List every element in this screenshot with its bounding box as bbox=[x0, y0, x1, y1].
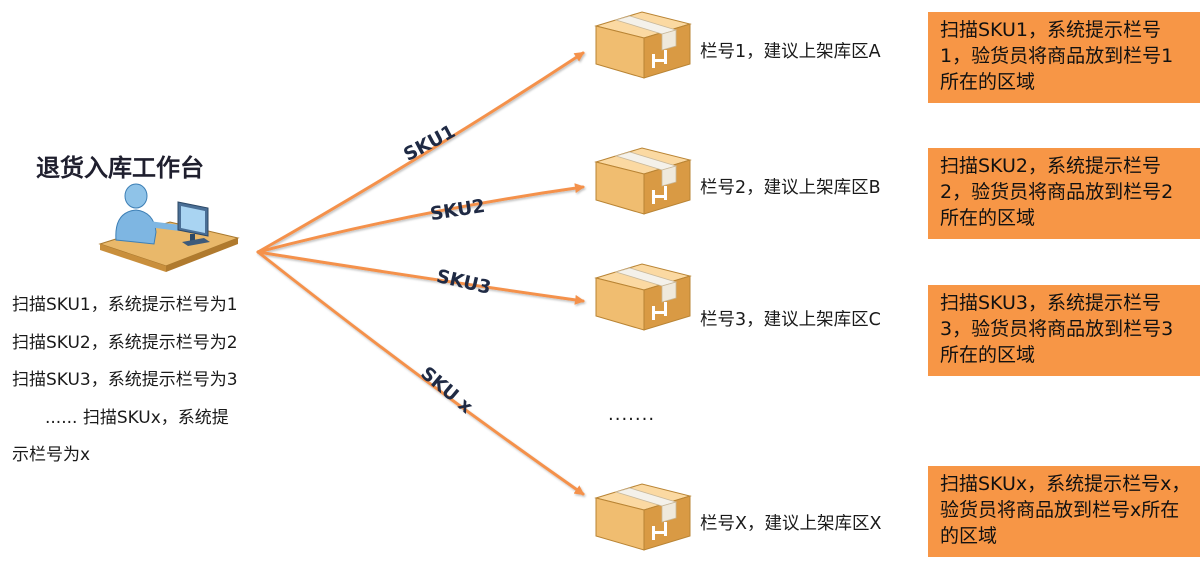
arrow-sku1 bbox=[256, 51, 585, 254]
cardboard-box-icon bbox=[595, 11, 691, 79]
instruction-note-1: 扫描SKU1，系统提示栏号1，验货员将商品放到栏号1所在的区域 bbox=[928, 12, 1200, 103]
instruction-note-3: 扫描SKU3，系统提示栏号3，验货员将商品放到栏号3所在的区域 bbox=[928, 285, 1200, 376]
arrow-skux bbox=[256, 250, 585, 496]
arrow-sku3 bbox=[256, 250, 585, 305]
scan-line: 扫描SKU1，系统提示栏号为1 bbox=[12, 295, 238, 315]
arrow-sku2 bbox=[256, 183, 585, 254]
scan-line: ...... 扫描SKUx，系统提 bbox=[45, 407, 229, 428]
person-at-computer-icon bbox=[98, 183, 240, 272]
cardboard-box-icon bbox=[595, 263, 691, 331]
workstation-title: 退货入库工作台 bbox=[36, 154, 204, 182]
bin-label-2: 栏号2，建议上架库区B bbox=[700, 178, 881, 198]
bin-label-3: 栏号3，建议上架库区C bbox=[700, 310, 881, 330]
instruction-note-2: 扫描SKU2，系统提示栏号2，验货员将商品放到栏号2所在的区域 bbox=[928, 148, 1200, 239]
cardboard-box-icon bbox=[595, 483, 691, 551]
scan-line: 扫描SKU2，系统提示栏号为2 bbox=[12, 332, 238, 353]
scan-line: 示栏号为x bbox=[12, 445, 91, 465]
more-routes-ellipsis: ....... bbox=[608, 404, 656, 425]
bin-label-1: 栏号1，建议上架库区A bbox=[700, 42, 881, 62]
bin-label-x: 栏号X，建议上架库区X bbox=[700, 514, 882, 534]
scan-log: 扫描SKU1，系统提示栏号为1 扫描SKU2，系统提示栏号为2 扫描SKU3，系… bbox=[12, 287, 294, 475]
instruction-note-x: 扫描SKUx，系统提示栏号x，验货员将商品放到栏号x所在的区域 bbox=[928, 466, 1200, 557]
scan-line: 扫描SKU3，系统提示栏号为3 bbox=[12, 370, 238, 390]
cardboard-box-icon bbox=[595, 147, 691, 215]
